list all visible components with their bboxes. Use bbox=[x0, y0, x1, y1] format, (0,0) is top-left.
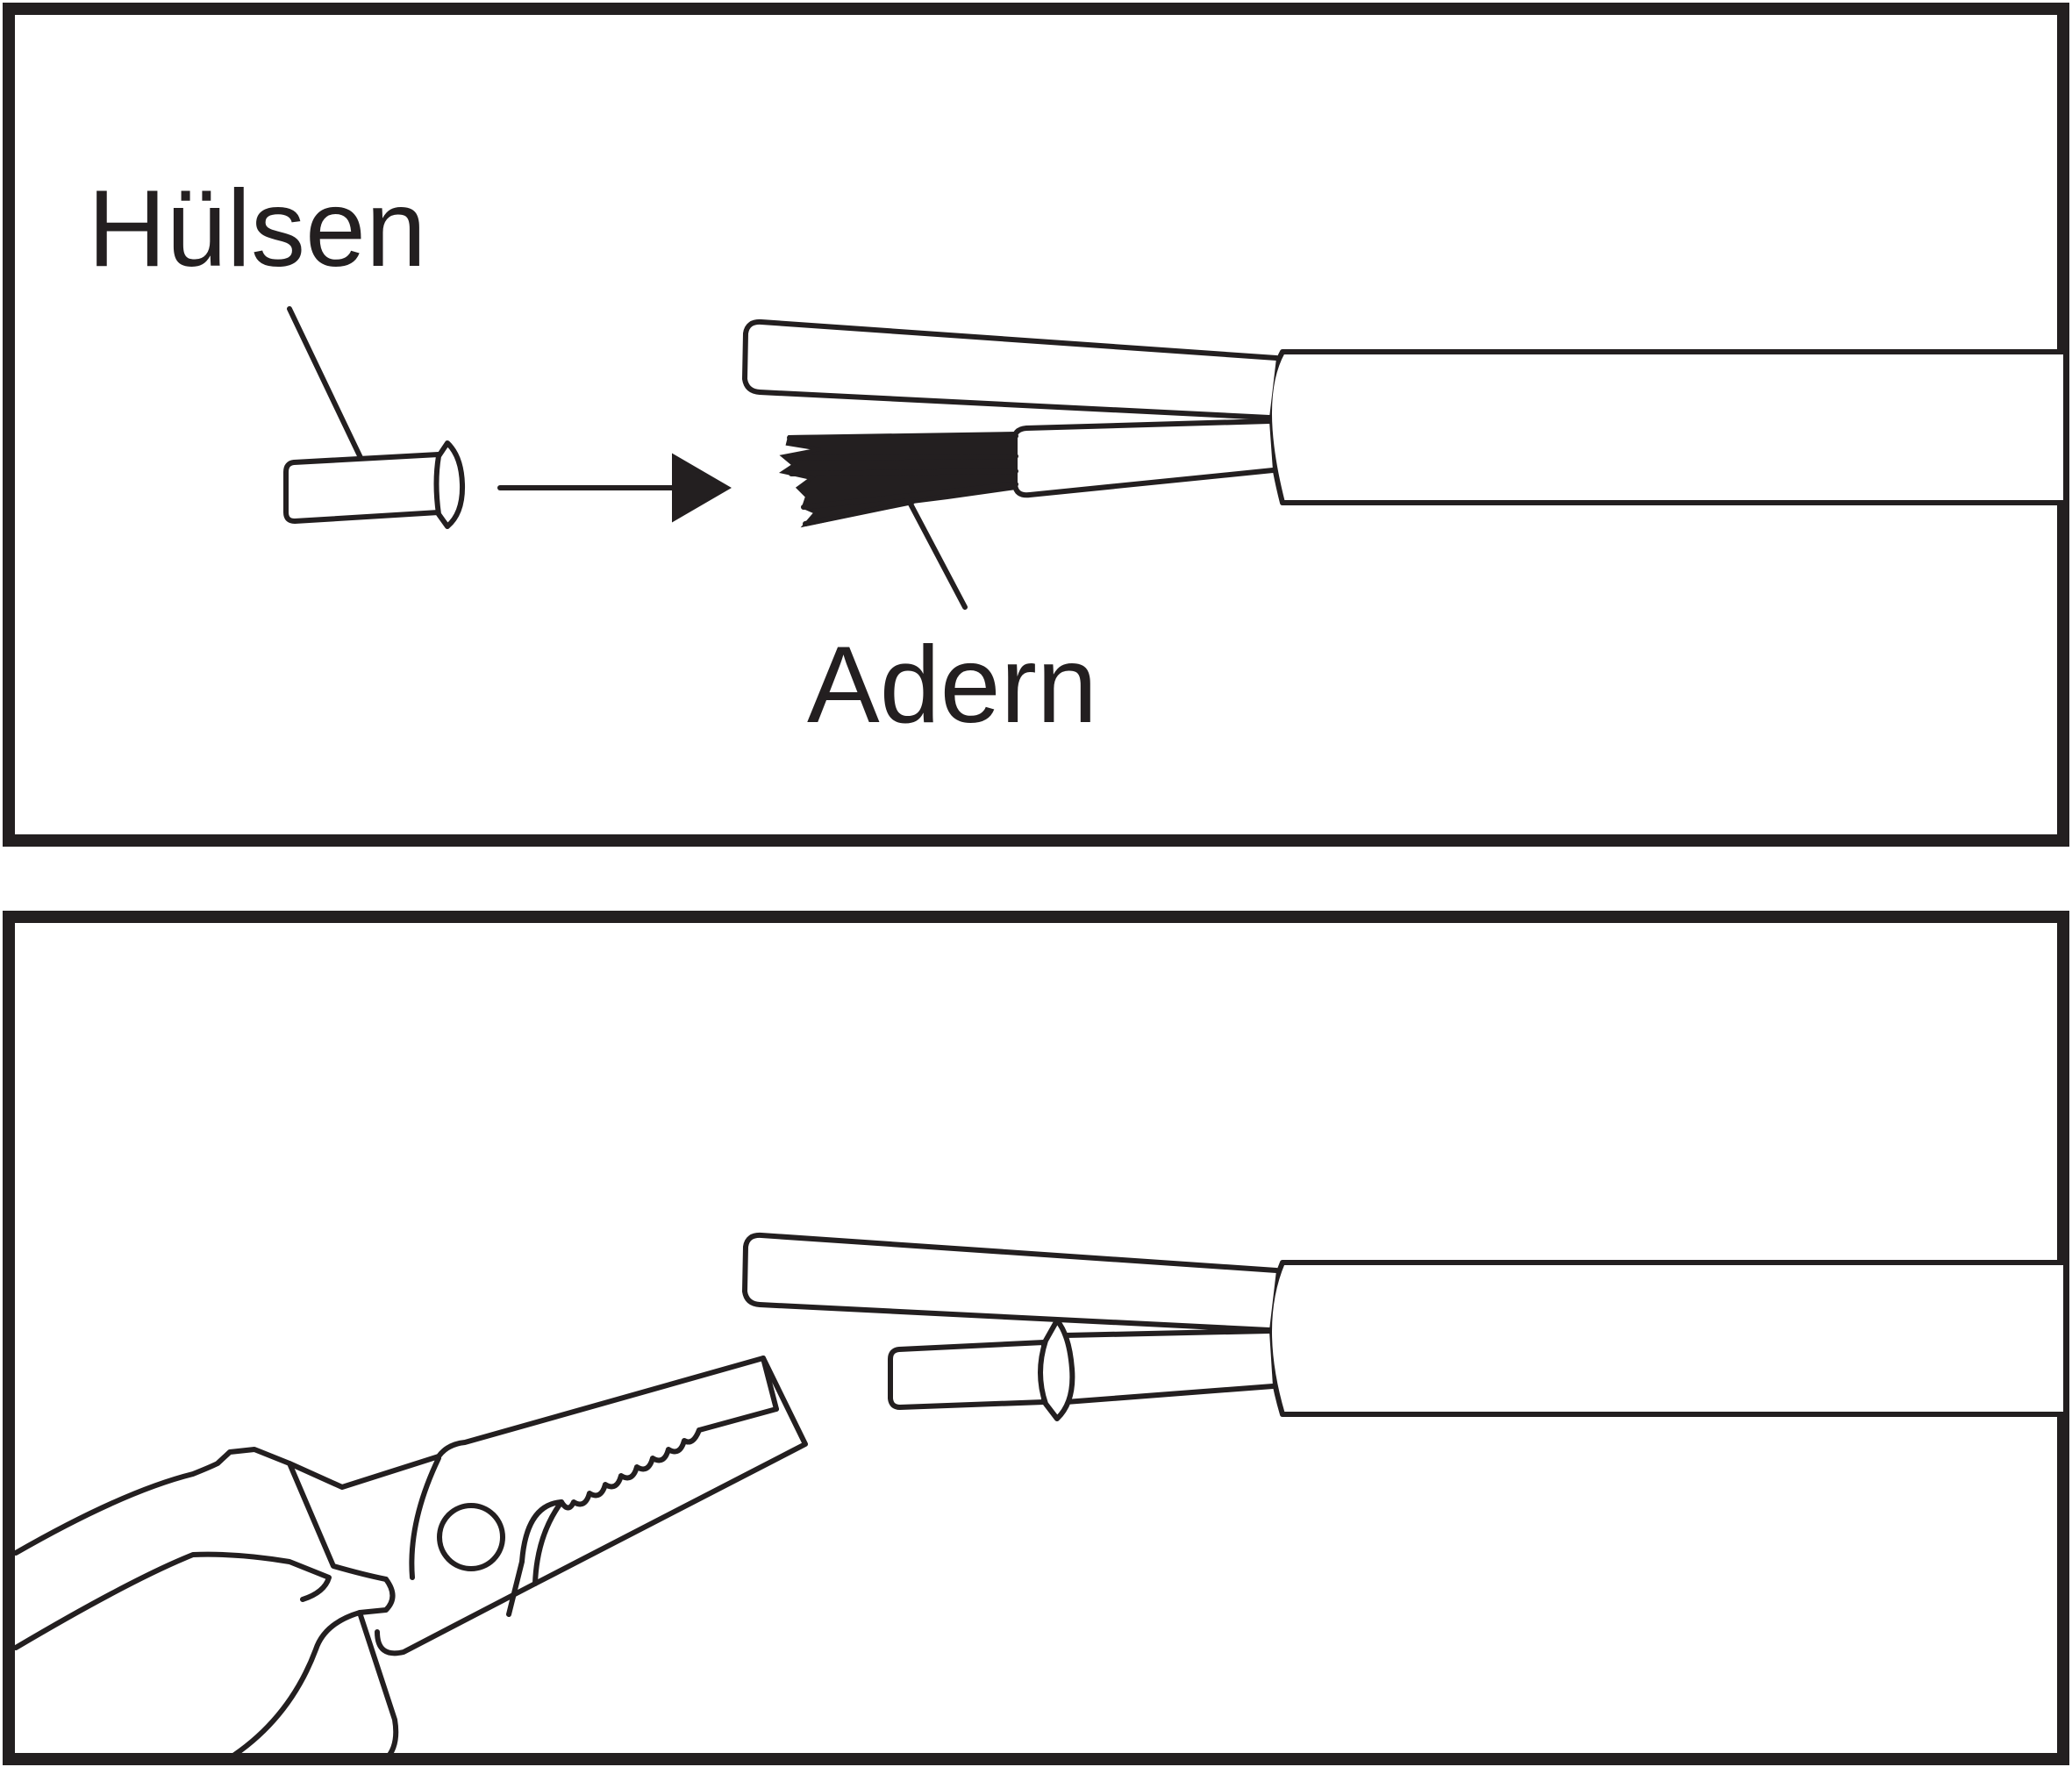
sleeve-leader-line bbox=[287, 306, 376, 488]
panel-step-2 bbox=[3, 911, 2069, 1765]
strands-leader-line bbox=[904, 493, 968, 610]
crimping-pliers bbox=[13, 1356, 808, 1762]
upper-core bbox=[742, 318, 1279, 420]
ferrule-sleeve bbox=[283, 440, 466, 529]
upper-core-2 bbox=[742, 1232, 1279, 1333]
insert-arrow bbox=[497, 453, 732, 523]
cable-sheath-2 bbox=[1267, 1260, 2066, 1417]
sleeve-label: Hülsen bbox=[88, 168, 426, 290]
crimped-ferrule bbox=[888, 1318, 1075, 1421]
cable-sheath bbox=[1267, 349, 2066, 505]
panel-step-1: Hülsen bbox=[3, 3, 2069, 847]
strands-label: Adern bbox=[807, 625, 1097, 746]
bare-wire-strands bbox=[778, 431, 1018, 528]
